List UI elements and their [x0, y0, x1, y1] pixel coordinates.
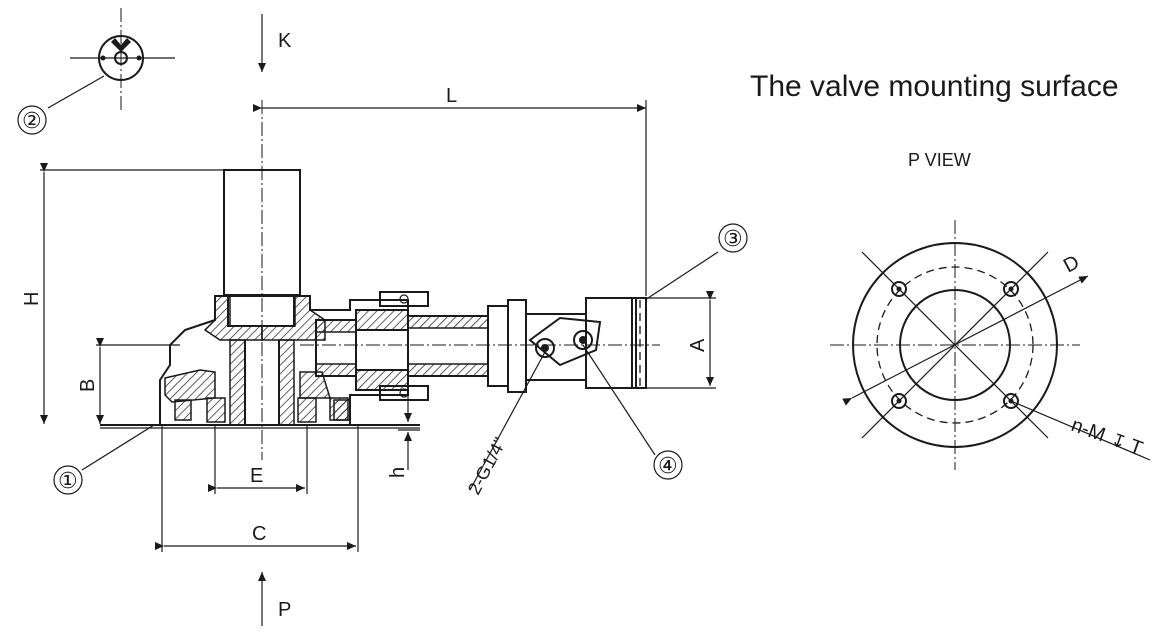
dim-l-label: L	[446, 85, 457, 107]
hole-note: n-M	[1068, 414, 1108, 446]
p-view-flange	[830, 220, 1151, 470]
callout-4: ④	[658, 453, 678, 478]
callout-2: ②	[22, 108, 42, 133]
drawing-title: The valve mounting surface	[750, 70, 1119, 103]
view-label: P VIEW	[908, 150, 971, 170]
dim-a-label: A	[687, 338, 709, 352]
dim-d-label: D	[1060, 251, 1083, 277]
callout-1: ①	[58, 468, 78, 493]
hole-spec: n-M ↧ T	[1068, 414, 1145, 460]
dim-p-label: P	[278, 599, 291, 621]
valve-body	[100, 100, 660, 460]
dim-e-label: E	[250, 465, 263, 487]
detail-view-2	[17, 8, 175, 135]
port-note: 2-G1/4"	[464, 434, 510, 498]
dim-b-label: B	[77, 379, 99, 392]
dim-k-label: K	[278, 30, 292, 52]
callout-3: ③	[723, 226, 743, 251]
dim-h-label: H	[21, 292, 43, 306]
dimension-lines	[40, 100, 748, 552]
dim-c-label: C	[252, 523, 266, 545]
hole-depth-symbol: ↧	[1108, 429, 1129, 453]
dim-small-h-label: h	[387, 467, 409, 478]
